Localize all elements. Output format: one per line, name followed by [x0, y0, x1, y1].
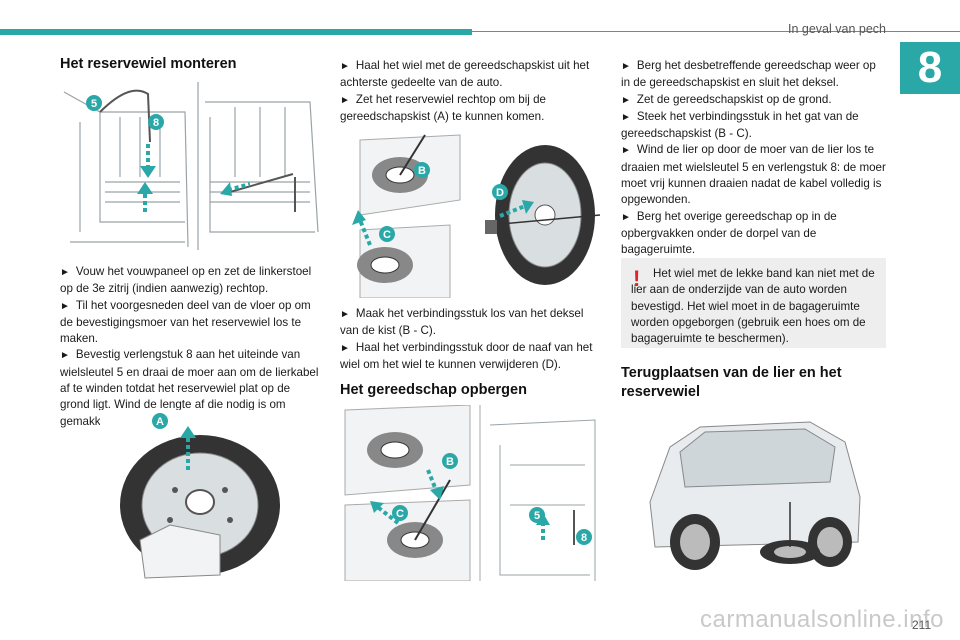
bullet-arrow-icon: ► — [621, 145, 631, 157]
bullet-arrow-icon: ► — [340, 342, 350, 354]
col2-step-3: ►Maak het verbindingsstuk los van het de… — [340, 307, 584, 338]
col3-step-4: ►Wind de lier op door de moer van de lie… — [621, 143, 886, 207]
bullet-arrow-icon: ► — [60, 267, 70, 278]
fig-label-c: C — [383, 229, 391, 241]
section-title: In geval van pech — [788, 22, 886, 36]
bullet-arrow-icon: ► — [60, 350, 70, 362]
fig-label-b: B — [418, 165, 426, 177]
fig-label-d: D — [496, 187, 504, 199]
fig1-label-8: 8 — [153, 117, 159, 129]
heading-store-tools: Het gereedschap opbergen — [340, 382, 527, 398]
col3-step-3: ►Steek het verbindingsstuk in het gat va… — [621, 109, 859, 141]
figure-trunk-winch: 5 8 — [60, 82, 322, 250]
col2-step-1: ►Haal het wiel met de gereedschapskist u… — [340, 59, 590, 90]
header-accent-bar — [0, 29, 472, 35]
figure-connector-removal: B C D — [340, 130, 602, 298]
fig1-label-5: 5 — [91, 98, 97, 110]
fig2-label-a: A — [156, 416, 164, 428]
warning-text: Het wiel met de lekke band kan niet met … — [631, 267, 875, 346]
page-number: 211 — [912, 618, 932, 632]
bullet-arrow-icon: ► — [621, 61, 631, 72]
col3-step-2: ►Zet de gereedschapskist op de grond. — [621, 92, 832, 106]
col2-step-2: ►Zet het reservewiel rechtop om bij de g… — [340, 92, 547, 123]
bullet-arrow-icon: ► — [340, 309, 350, 320]
fig3-label-c: C — [396, 508, 404, 520]
figure-spare-wheel-toolbox: A — [100, 410, 300, 585]
col1-steps: ►Vouw het vouwpaneel op en zet de linker… — [60, 264, 322, 430]
col2-steps-b: ►Maak het verbindingsstuk los van het de… — [340, 306, 602, 373]
figure-store-tools: B C 5 8 — [340, 405, 602, 581]
warning-box: ! Het wiel met de lekke band kan niet me… — [621, 258, 886, 348]
heading-replace-winch: Terugplaatsen van de lier en het reserve… — [621, 365, 842, 400]
col3-step-5: ►Berg het overige gereedschap op in de o… — [621, 209, 837, 257]
fig3-label-8: 8 — [581, 532, 587, 544]
col1-step-2: ►Til het voorgesneden deel van de vloer … — [60, 298, 311, 346]
fig3-label-5: 5 — [534, 510, 540, 522]
col1-step-1: ►Vouw het vouwpaneel op en zet de linker… — [60, 265, 312, 296]
bullet-arrow-icon: ► — [340, 94, 350, 106]
header-rule — [472, 31, 960, 32]
watermark: carmanualsonline.info — [700, 606, 944, 633]
bullet-arrow-icon: ► — [340, 61, 350, 72]
bullet-arrow-icon: ► — [621, 94, 631, 106]
warning-exclamation-icon: ! — [633, 266, 641, 291]
heading-mount-spare: Het reservewiel monteren — [60, 56, 237, 72]
chapter-badge: 8 — [900, 42, 960, 94]
figure-car-spare-wheel — [640, 412, 870, 582]
bullet-arrow-icon: ► — [60, 300, 70, 312]
col2-step-4: ►Haal het verbindingsstuk door de naaf v… — [340, 340, 593, 371]
col3-steps: ►Berg het desbetreffende gereedschap wee… — [621, 58, 887, 259]
fig3-label-b: B — [446, 456, 454, 468]
col3-step-1: ►Berg het desbetreffende gereedschap wee… — [621, 59, 876, 90]
bullet-arrow-icon: ► — [621, 211, 631, 223]
col2-steps-a: ►Haal het wiel met de gereedschapskist u… — [340, 58, 602, 125]
bullet-arrow-icon: ► — [621, 111, 631, 123]
